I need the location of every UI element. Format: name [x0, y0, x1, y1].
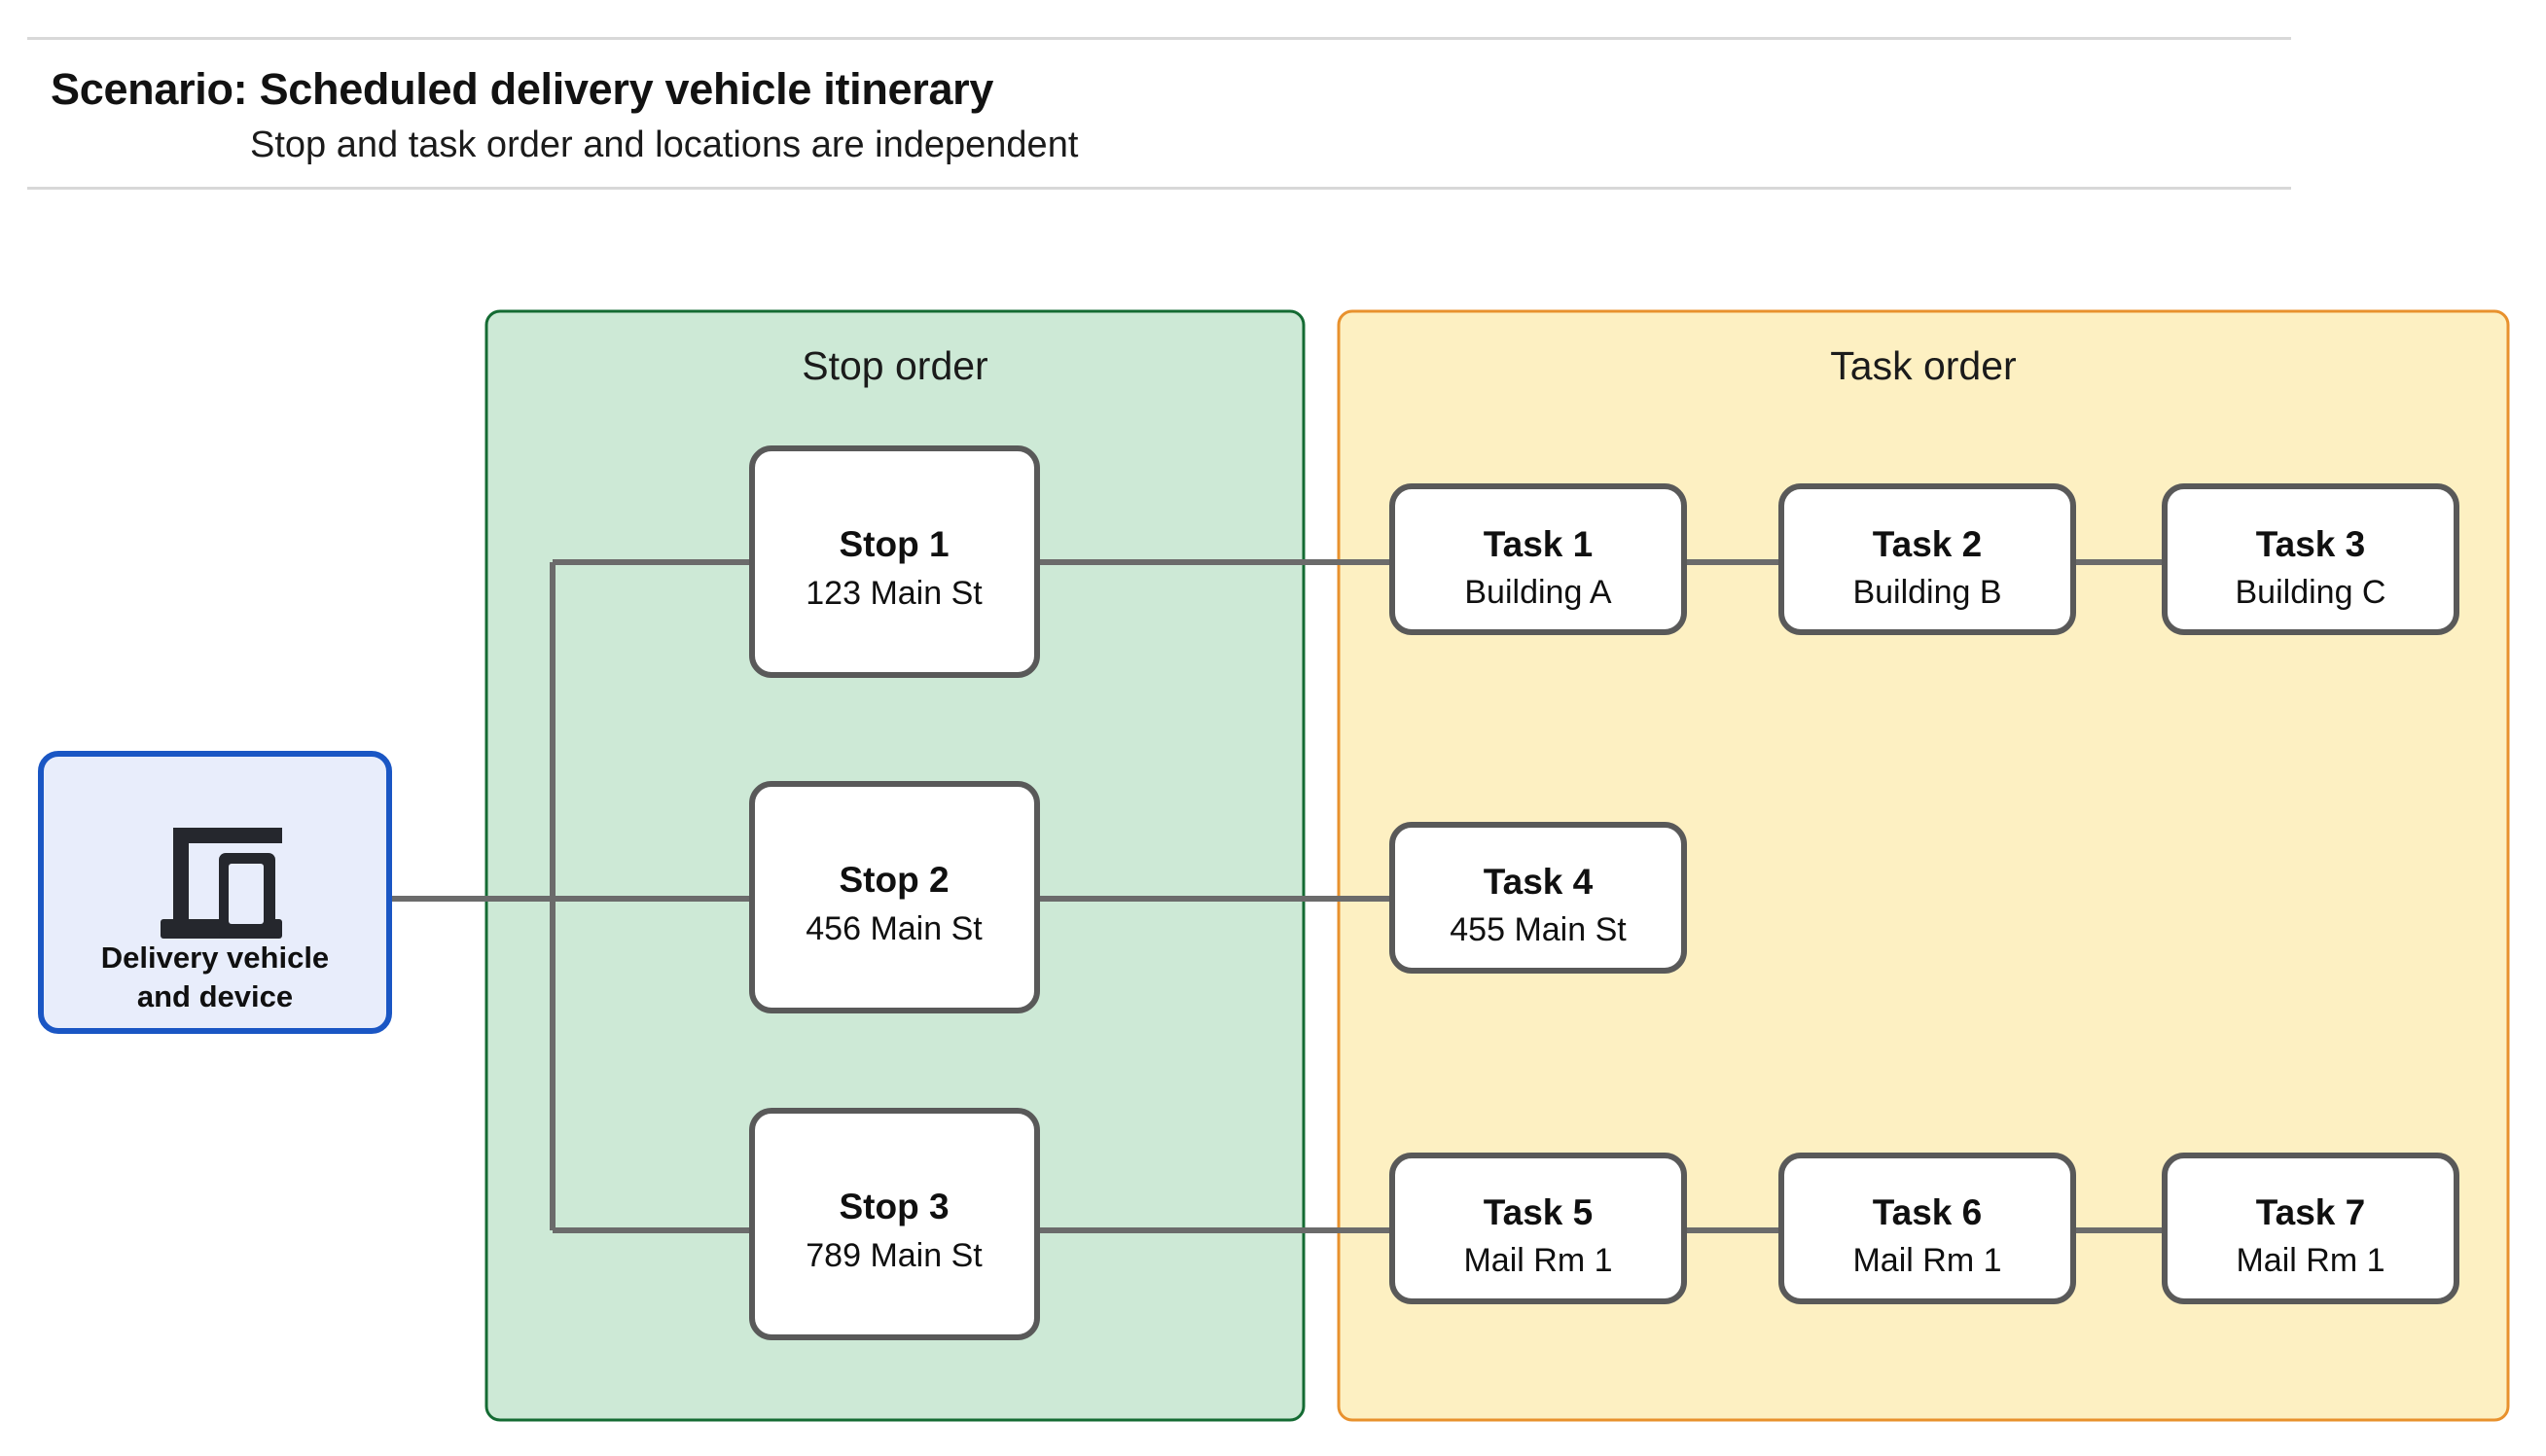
delivery-vehicle-box[interactable]: [38, 751, 392, 1034]
stop-node-2-location: 456 Main St: [806, 910, 983, 947]
task-node-5[interactable]: Task 5 Mail Rm 1: [1389, 1153, 1687, 1304]
stop-node-3-title: Stop 3: [839, 1187, 949, 1226]
task-node-7-location: Mail Rm 1: [2236, 1242, 2385, 1279]
stop-node-3[interactable]: Stop 3 789 Main St: [749, 1108, 1040, 1340]
stop-node-3-box[interactable]: [749, 1108, 1040, 1340]
stop-node-2-title: Stop 2: [839, 860, 949, 900]
task-node-2[interactable]: Task 2 Building B: [1778, 483, 2076, 635]
task-node-3-title: Task 3: [2256, 524, 2365, 564]
task-node-4[interactable]: Task 4 455 Main St: [1389, 822, 1687, 974]
task-node-1[interactable]: Task 1 Building A: [1389, 483, 1687, 635]
task-node-1-box[interactable]: [1389, 483, 1687, 635]
task-node-7[interactable]: Task 7 Mail Rm 1: [2162, 1153, 2459, 1304]
task-node-6-location: Mail Rm 1: [1852, 1242, 2001, 1279]
stop-node-2-box[interactable]: [749, 781, 1040, 1013]
stop-order-panel-title: Stop order: [802, 343, 987, 388]
task-node-5-location: Mail Rm 1: [1463, 1242, 1612, 1279]
task-node-1-location: Building A: [1464, 574, 1612, 611]
task-node-3-box[interactable]: [2162, 483, 2459, 635]
page-subtitle: Stop and task order and locations are in…: [250, 124, 1079, 166]
task-node-6-box[interactable]: [1778, 1153, 2076, 1304]
task-node-7-title: Task 7: [2256, 1192, 2365, 1232]
header: Scenario: Scheduled delivery vehicle iti…: [0, 0, 2291, 190]
delivery-vehicle-label-line1: Delivery vehicle: [101, 941, 329, 975]
header-text-group: Scenario: Scheduled delivery vehicle iti…: [0, 40, 2291, 167]
stop-node-3-location: 789 Main St: [806, 1237, 983, 1274]
task-order-panel-title: Task order: [1830, 343, 2016, 388]
task-node-4-title: Task 4: [1484, 862, 1594, 902]
task-node-4-location: 455 Main St: [1450, 911, 1627, 948]
connector-group: [382, 559, 2165, 1233]
task-node-2-title: Task 2: [1873, 524, 1982, 564]
task-node-1-title: Task 1: [1484, 524, 1593, 564]
task-node-6-title: Task 6: [1873, 1192, 1982, 1232]
stop-node-1-box[interactable]: [749, 445, 1040, 678]
task-node-5-box[interactable]: [1389, 1153, 1687, 1304]
delivery-vehicle-label-line2: and device: [137, 979, 293, 1013]
task-node-2-box[interactable]: [1778, 483, 2076, 635]
task-node-3[interactable]: Task 3 Building C: [2162, 483, 2459, 635]
task-node-5-title: Task 5: [1484, 1192, 1593, 1232]
stop-node-1[interactable]: Stop 1 123 Main St: [749, 445, 1040, 678]
stop-node-2[interactable]: Stop 2 456 Main St: [749, 781, 1040, 1013]
stop-node-1-location: 123 Main St: [806, 575, 983, 612]
header-divider-bottom: [27, 186, 2291, 190]
header-divider-top: [27, 37, 2291, 40]
task-node-3-location: Building C: [2236, 574, 2386, 611]
devices-icon: [161, 828, 282, 939]
page-title: Scenario: Scheduled delivery vehicle iti…: [51, 64, 994, 114]
task-node-7-box[interactable]: [2162, 1153, 2459, 1304]
task-node-4-box[interactable]: [1389, 822, 1687, 974]
task-node-6[interactable]: Task 6 Mail Rm 1: [1778, 1153, 2076, 1304]
delivery-vehicle-node[interactable]: Delivery vehicle and device: [38, 751, 392, 1034]
task-node-2-location: Building B: [1852, 574, 2001, 611]
stop-node-1-title: Stop 1: [839, 524, 949, 564]
